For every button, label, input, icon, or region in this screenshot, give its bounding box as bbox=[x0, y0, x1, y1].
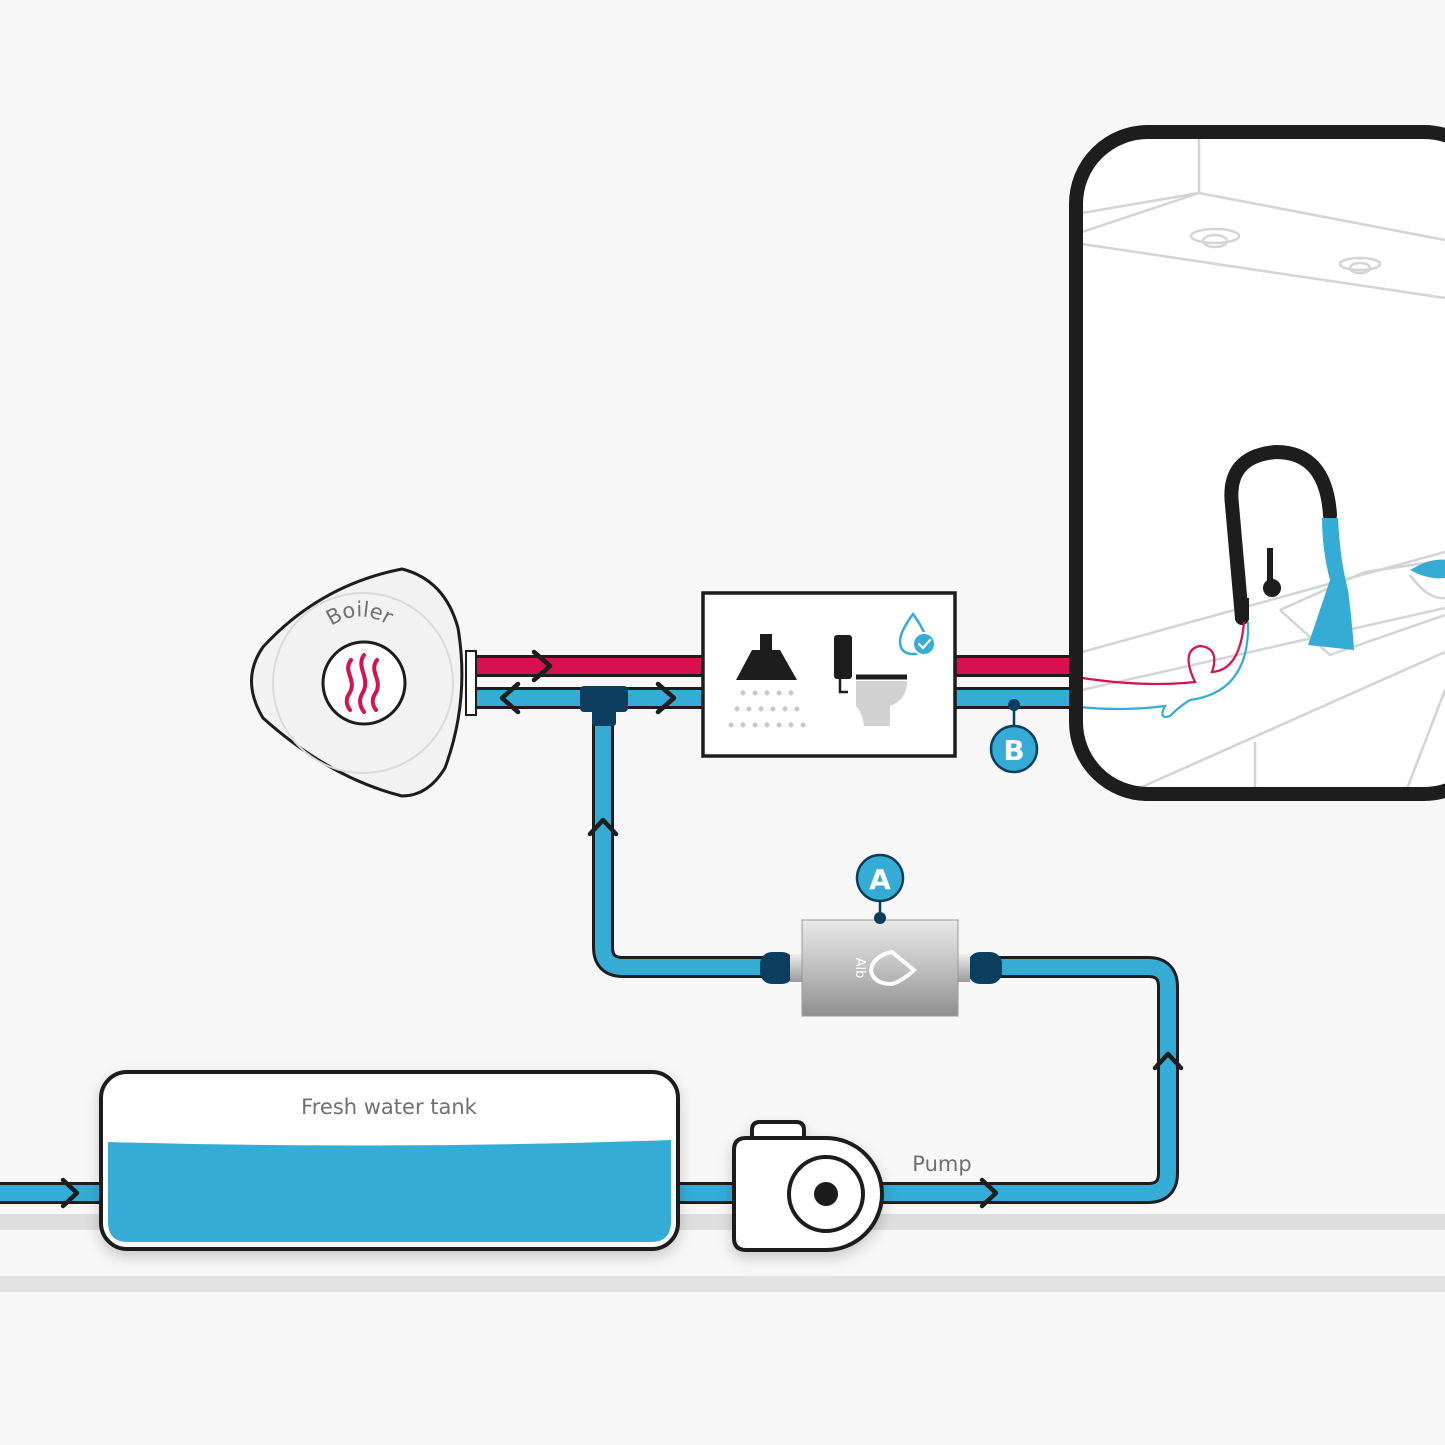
pipe-filter-tee bbox=[592, 710, 775, 978]
arrow-right-icon bbox=[979, 1177, 999, 1209]
shower-icon bbox=[728, 634, 806, 728]
marker-a-label: A bbox=[869, 863, 891, 896]
supply-hoses bbox=[1069, 621, 1250, 718]
water-drop-logo-icon bbox=[868, 949, 917, 987]
marker-a: A bbox=[855, 853, 905, 924]
filter-brand: Alb bbox=[852, 958, 867, 979]
filter-cartridge: Alb bbox=[760, 919, 1002, 1017]
toilet-icon bbox=[834, 635, 907, 726]
tank-label: Fresh water tank bbox=[301, 1095, 477, 1119]
kitchen-view bbox=[1069, 125, 1445, 801]
appliance-panel bbox=[701, 591, 957, 758]
water-drop-check-icon bbox=[898, 611, 936, 656]
kitchen-faucet-icon bbox=[1224, 444, 1354, 650]
pump-label: Pump bbox=[912, 1152, 971, 1176]
flame-icon bbox=[344, 653, 380, 714]
arrow-right-icon bbox=[60, 1177, 80, 1209]
fresh-water-tank bbox=[99, 1070, 680, 1251]
arrow-left-icon bbox=[499, 681, 521, 715]
tee-fitting bbox=[580, 686, 628, 726]
arrow-right-icon bbox=[531, 649, 553, 683]
pump-rotor-icon bbox=[814, 1182, 838, 1206]
marker-b: B bbox=[989, 699, 1039, 774]
arrow-up-icon bbox=[1152, 1051, 1184, 1071]
arrow-right-icon bbox=[655, 681, 677, 715]
marker-b-label: B bbox=[1003, 734, 1024, 767]
flow-arrows bbox=[60, 649, 1184, 1209]
pipe-pump-filter bbox=[878, 956, 1179, 1204]
pump bbox=[732, 1120, 884, 1252]
boiler-flange bbox=[465, 650, 477, 716]
arrow-up-icon bbox=[587, 817, 619, 837]
boiler: Boiler bbox=[250, 567, 477, 798]
